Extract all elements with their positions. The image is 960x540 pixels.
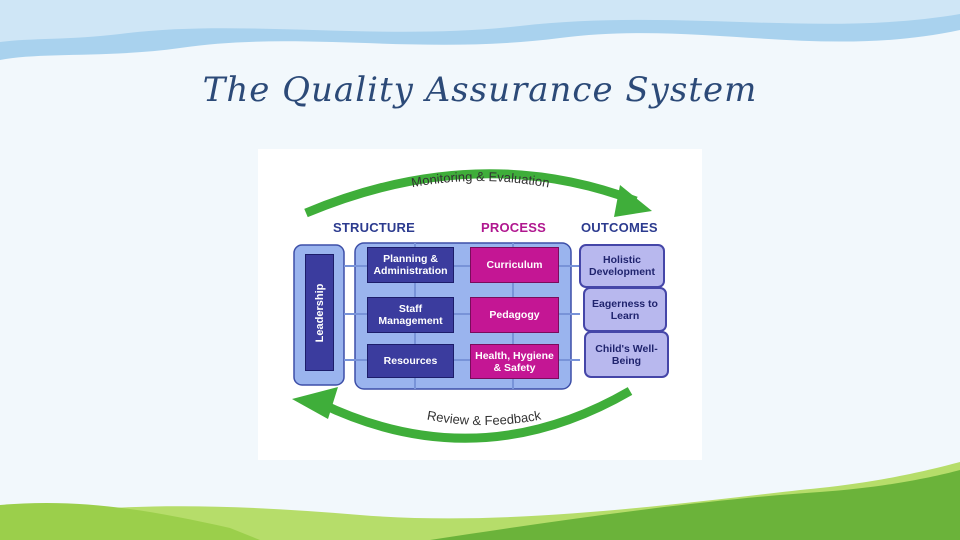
process-heading: PROCESS: [481, 220, 546, 235]
structure-box-resources: Resources: [367, 344, 454, 378]
outcomes-heading: OUTCOMES: [581, 220, 658, 235]
process-box-health: Health, Hygiene & Safety: [470, 344, 559, 379]
monitoring-arrow-label: Monitoring & Evaluation: [410, 169, 551, 191]
structure-heading: STRUCTURE: [333, 220, 415, 235]
grass-hill-front: [430, 470, 960, 540]
leadership-box: Leadership: [305, 254, 334, 371]
feedback-arrow: [318, 387, 633, 443]
quality-assurance-diagram: Monitoring & Evaluation Review & Feedbac…: [258, 149, 702, 460]
process-box-pedagogy: Pedagogy: [470, 297, 559, 333]
outcome-box-wellbeing: Child's Well-Being: [584, 331, 669, 378]
slide-title: The Quality Assurance System: [202, 70, 758, 110]
feedback-arrow-label: Review & Feedback: [426, 407, 543, 428]
structure-box-planning: Planning & Administration: [367, 247, 454, 283]
monitoring-arrowhead: [614, 185, 652, 217]
monitoring-arrow: [304, 169, 638, 218]
process-box-curriculum: Curriculum: [470, 247, 559, 283]
feedback-arrowhead: [292, 387, 338, 419]
outcome-box-eagerness: Eagerness to Learn: [583, 287, 667, 332]
sky-wave-light: [0, 0, 960, 42]
grass-hill-mid: [0, 502, 260, 540]
outcome-box-holistic: Holistic Development: [579, 244, 665, 288]
leadership-label: Leadership: [313, 283, 326, 342]
structure-box-staff: Staff Management: [367, 297, 454, 333]
